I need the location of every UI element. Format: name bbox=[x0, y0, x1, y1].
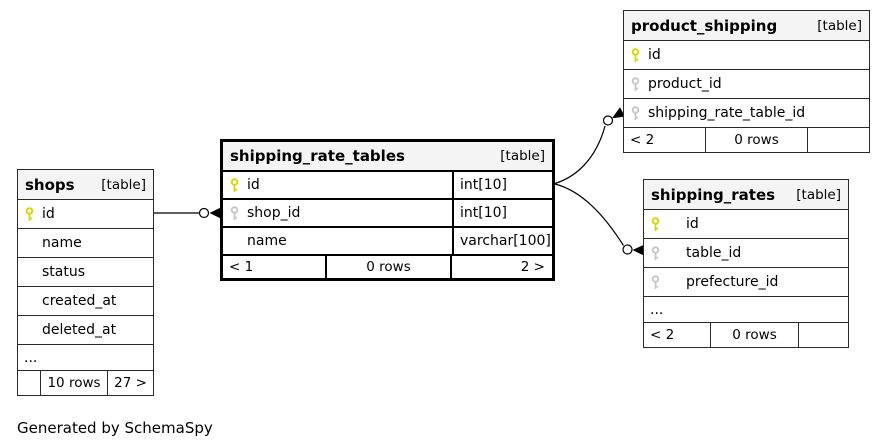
column-row-created-at: created_at bbox=[18, 286, 153, 315]
foreign-key-icon bbox=[631, 76, 640, 92]
ellipsis-row: ... bbox=[18, 344, 153, 370]
column-row-id: id bbox=[644, 209, 848, 238]
footer-parents bbox=[18, 371, 40, 395]
column-row-status: status bbox=[18, 257, 153, 286]
table-footer: < 2 0 rows bbox=[624, 127, 869, 152]
column-name: shipping_rate_table_id bbox=[648, 105, 806, 121]
foreign-key-icon bbox=[230, 205, 239, 221]
table-tag: [table] bbox=[817, 17, 862, 34]
footer-parents: < 1 bbox=[229, 259, 254, 275]
footer-row-count: 0 rows bbox=[325, 256, 450, 278]
table-shops: shops [table] id name status created_at … bbox=[17, 169, 154, 396]
table-shipping-rates-header[interactable]: shipping_rates [table] bbox=[644, 180, 848, 209]
primary-key-icon bbox=[25, 206, 34, 222]
column-name: created_at bbox=[42, 293, 117, 309]
column-name: id bbox=[686, 216, 699, 232]
arrowhead-icon bbox=[209, 207, 221, 219]
foreign-key-icon bbox=[651, 245, 660, 261]
column-name: id bbox=[648, 47, 661, 63]
column-row-deleted-at: deleted_at bbox=[18, 315, 153, 344]
primary-key-icon bbox=[631, 47, 640, 63]
column-name: name bbox=[247, 233, 287, 249]
column-name: id bbox=[42, 206, 55, 222]
footer-children bbox=[798, 323, 848, 347]
column-row-id: id bbox=[624, 40, 869, 69]
zero-or-one-circle bbox=[622, 244, 633, 255]
column-row-prefecture-id: prefecture_id bbox=[644, 267, 848, 296]
zero-or-one-circle bbox=[602, 115, 614, 126]
footer-children: 27 > bbox=[107, 371, 153, 395]
primary-key-icon bbox=[651, 216, 660, 232]
table-title: shops bbox=[25, 175, 75, 194]
relationship-shops-to-shipping-rate-tables bbox=[154, 207, 221, 219]
column-row-shipping-rate-table-id: shipping_rate_table_id bbox=[624, 98, 869, 127]
footer-parents: < 2 bbox=[630, 132, 655, 148]
column-name: shop_id bbox=[247, 205, 301, 221]
column-name: name bbox=[42, 235, 82, 251]
zero-or-one-circle bbox=[198, 207, 210, 219]
table-title: product_shipping bbox=[631, 16, 778, 35]
column-type: int[10] bbox=[452, 172, 552, 198]
table-title: shipping_rate_tables bbox=[230, 147, 405, 165]
column-row-product-id: product_id bbox=[624, 69, 869, 98]
foreign-key-icon bbox=[651, 274, 660, 290]
foreign-key-icon bbox=[631, 105, 640, 121]
table-shipping-rate-tables: shipping_rate_tables [table] id int[10] … bbox=[220, 139, 555, 281]
column-name: product_id bbox=[648, 76, 722, 92]
footer-children: 2 > bbox=[450, 256, 552, 278]
table-shipping-rate-tables-header[interactable]: shipping_rate_tables [table] bbox=[223, 142, 552, 170]
table-product-shipping-header[interactable]: product_shipping [table] bbox=[624, 11, 869, 40]
column-row-id: id int[10] bbox=[223, 170, 552, 198]
relationship-shipping-rate-tables-to-product-shipping bbox=[554, 107, 625, 185]
footer-parents: < 2 bbox=[650, 327, 675, 343]
column-row-name: name bbox=[18, 228, 153, 257]
column-name: deleted_at bbox=[42, 322, 117, 338]
column-row-shop-id: shop_id int[10] bbox=[223, 198, 552, 226]
ellipsis-row: ... bbox=[644, 296, 848, 322]
table-tag: [table] bbox=[101, 176, 146, 193]
column-row-table-id: table_id bbox=[644, 238, 848, 267]
column-row-id: id bbox=[18, 199, 153, 228]
relationship-shipping-rate-tables-to-shipping-rates bbox=[554, 183, 644, 256]
footer-row-count: 10 rows bbox=[40, 371, 107, 395]
column-type: int[10] bbox=[452, 200, 552, 226]
table-title: shipping_rates bbox=[651, 185, 776, 204]
column-type: varchar[100] bbox=[452, 228, 552, 254]
table-tag: [table] bbox=[796, 186, 841, 203]
column-name: table_id bbox=[686, 245, 742, 261]
table-shops-header[interactable]: shops [table] bbox=[18, 170, 153, 199]
column-row-name: name varchar[100] bbox=[223, 226, 552, 254]
table-tag: [table] bbox=[500, 148, 545, 164]
table-footer: 10 rows 27 > bbox=[18, 370, 153, 395]
footer-row-count: 0 rows bbox=[710, 323, 798, 347]
arrowhead-icon bbox=[632, 244, 644, 256]
arrowhead-icon bbox=[612, 107, 625, 119]
primary-key-icon bbox=[230, 177, 239, 193]
table-footer: < 2 0 rows bbox=[644, 322, 848, 347]
table-shipping-rates: shipping_rates [table] id table_id prefe… bbox=[643, 179, 849, 348]
generator-note: Generated by SchemaSpy bbox=[17, 419, 213, 437]
footer-children bbox=[807, 128, 869, 152]
footer-row-count: 0 rows bbox=[705, 128, 807, 152]
table-product-shipping: product_shipping [table] id product_id s… bbox=[623, 10, 870, 153]
table-footer: < 1 0 rows 2 > bbox=[223, 254, 552, 278]
column-name: status bbox=[42, 264, 86, 280]
column-name: id bbox=[247, 177, 260, 193]
column-name: prefecture_id bbox=[686, 274, 779, 290]
